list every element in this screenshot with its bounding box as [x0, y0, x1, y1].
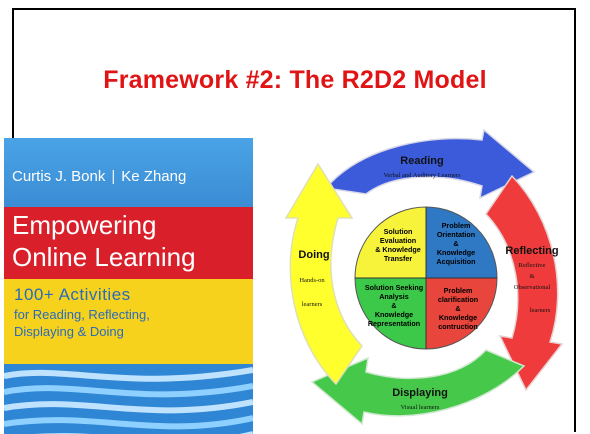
book-author-1: Curtis J. Bonk — [12, 168, 106, 185]
q-tl-line-2: Evaluation — [380, 236, 416, 245]
book-authors: Curtis J. Bonk | Ke Zhang — [12, 168, 186, 185]
q-bl-line-3: & — [391, 301, 396, 310]
quadrant-bottom-right — [426, 278, 497, 349]
reflecting-arrow — [485, 174, 564, 392]
q-tr-line-1: Problem — [442, 221, 471, 230]
quadrant-bottom-left — [355, 278, 426, 349]
slide-title: Framework #2: The R2D2 Model — [103, 66, 487, 94]
r2d2-cycle-diagram: Solution Evaluation & Knowledge Transfer… — [284, 128, 564, 426]
book-cover: Curtis J. Bonk | Ke Zhang Empowering Onlin… — [4, 138, 253, 434]
q-tl-line-4: Transfer — [384, 254, 413, 263]
doing-desc-1: Hands-on — [299, 277, 325, 284]
doing-arrow — [284, 162, 363, 386]
doing-label: Doing — [298, 249, 329, 261]
book-author-separator: | — [111, 168, 116, 185]
quadrant-top-left — [355, 207, 426, 278]
displaying-desc: Visual learners — [401, 404, 440, 411]
reflecting-desc-1: Reflective — [519, 262, 546, 269]
quadrant-top-right — [426, 207, 497, 278]
book-subtitle-line-2: for Reading, Reflecting, — [14, 307, 150, 322]
q-bl-line-2: Analysis — [379, 292, 409, 301]
q-tl-line-3: & Knowledge — [375, 245, 421, 254]
reflecting-desc-2: & — [529, 273, 534, 280]
book-subtitle-band — [4, 279, 253, 371]
q-br-line-2: clarification — [438, 295, 478, 304]
q-tr-line-4: Knowledge — [437, 248, 475, 257]
q-bl-line-1: Solution Seeking — [365, 283, 423, 292]
q-br-line-1: Problem — [444, 286, 473, 295]
book-wave-pattern — [4, 364, 253, 434]
q-tr-line-5: Acquisition — [436, 257, 475, 266]
book-cover-top-band — [4, 138, 253, 210]
reflecting-label: Reflecting — [505, 245, 558, 257]
q-br-line-3: & — [455, 304, 460, 313]
q-br-line-5: contruction — [438, 322, 478, 331]
q-bl-line-5: Representation — [368, 319, 420, 328]
quadrant-circle — [354, 206, 498, 350]
doing-desc-2: learners — [302, 301, 323, 308]
reflecting-desc-4: learners — [530, 307, 551, 314]
displaying-arrow — [310, 349, 526, 426]
q-tr-line-3: & — [453, 239, 458, 248]
book-title-line-2: Online Learning — [12, 242, 196, 272]
book-author-2: Ke Zhang — [121, 168, 187, 185]
reading-arrow — [324, 128, 536, 200]
q-br-line-4: Knowledge — [439, 313, 477, 322]
book-subtitle-line-3: Displaying & Doing — [14, 324, 124, 339]
book-title-band — [4, 207, 253, 279]
q-tl-line-1: Solution — [384, 227, 413, 236]
book-title-line-1: Empowering — [12, 210, 157, 240]
reflecting-desc-3: Observational — [514, 284, 551, 291]
displaying-label: Displaying — [392, 387, 448, 399]
book-subtitle-line-1: 100+ Activities — [14, 285, 131, 304]
reading-desc: Verbal and Auditory Learners — [383, 172, 461, 179]
q-bl-line-4: Knowledge — [375, 310, 413, 319]
q-tr-line-2: Orientation — [437, 230, 475, 239]
reading-label: Reading — [400, 155, 443, 167]
